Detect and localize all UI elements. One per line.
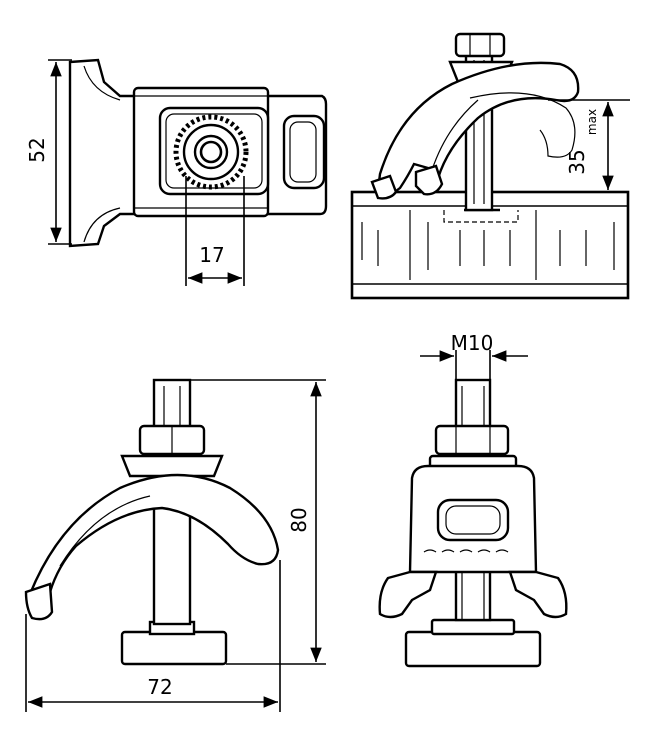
top-view: 52 17 <box>25 58 328 286</box>
slot-front <box>436 498 510 542</box>
left-wing <box>378 570 438 619</box>
clamp-arm-side <box>28 473 280 598</box>
dimension-72-label: 72 <box>147 675 172 699</box>
hex-nut-top <box>193 134 229 170</box>
side-elevation: 80 72 <box>24 378 326 712</box>
washer-side <box>120 454 224 478</box>
hex-nut <box>454 32 506 58</box>
clamp-arm <box>376 61 580 195</box>
side-view-on-rail: 35 max <box>350 32 630 300</box>
dimension-80-label: 80 <box>287 507 311 532</box>
serrated-washer <box>173 114 249 190</box>
right-wing <box>508 570 568 619</box>
base-plate-front <box>404 630 542 668</box>
dimension-52-label: 52 <box>25 137 49 162</box>
dimension-35-subscript: max <box>585 109 599 135</box>
front-elevation: M10 <box>378 331 568 668</box>
dimension-17-label: 17 <box>199 243 224 267</box>
hex-nut-front <box>434 424 510 456</box>
dimension-m10-label: M10 <box>451 331 494 355</box>
slot <box>282 114 326 190</box>
base-plate <box>120 630 228 666</box>
dimension-35-label: 35 <box>565 149 589 174</box>
